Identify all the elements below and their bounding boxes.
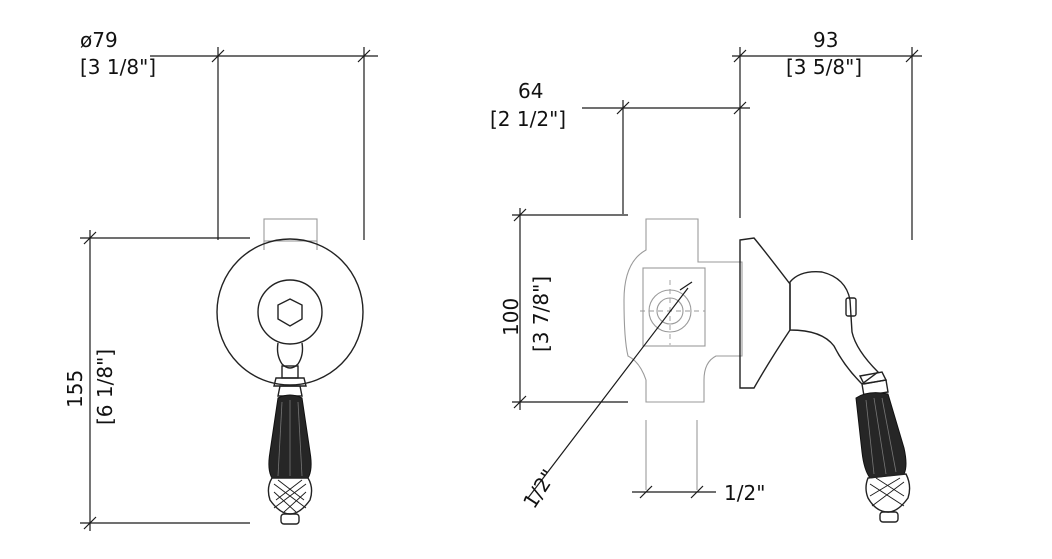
height-metric-label: 155	[63, 370, 87, 408]
diameter-metric-label: ø79	[80, 28, 118, 52]
offset-metric-label: 64	[518, 79, 543, 103]
height-100-imperial-label: [3 7/8"]	[529, 276, 553, 352]
connection-diag-label: 1/2"	[518, 465, 561, 513]
hex-nut-icon	[277, 298, 303, 327]
front-escutcheon	[216, 218, 364, 386]
connection-bottom-label: 1/2"	[724, 481, 765, 505]
connection-dimension-bottom: 1/2"	[632, 481, 765, 505]
offset-imperial-label: [2 1/2"]	[490, 107, 566, 131]
height-100-metric-label: 100	[499, 298, 523, 336]
depth-dimension: 93 [3 5/8"]	[732, 28, 922, 240]
front-lever-handle	[267, 377, 313, 525]
depth-imperial-label: [3 5/8"]	[786, 55, 862, 79]
depth-metric-label: 93	[813, 28, 838, 52]
height-100-dimension: 100 [3 7/8"]	[499, 208, 628, 410]
side-view: 93 [3 5/8"] 64 [2 1/2"] 100 [3 7/8"]	[490, 28, 922, 523]
diameter-dimension: ø79 [3 1/8"]	[80, 28, 378, 240]
offset-dimension: 64 [2 1/2"]	[490, 79, 750, 214]
valve-body	[623, 218, 743, 490]
height-dimension: 155 [6 1/8"]	[63, 230, 250, 531]
diameter-imperial-label: [3 1/8"]	[80, 55, 156, 79]
front-view: ø79 [3 1/8"] 155 [6 1/8"]	[63, 28, 378, 531]
height-imperial-label: [6 1/8"]	[93, 349, 117, 425]
side-lever-handle	[855, 371, 911, 523]
side-escutcheon	[739, 237, 880, 389]
